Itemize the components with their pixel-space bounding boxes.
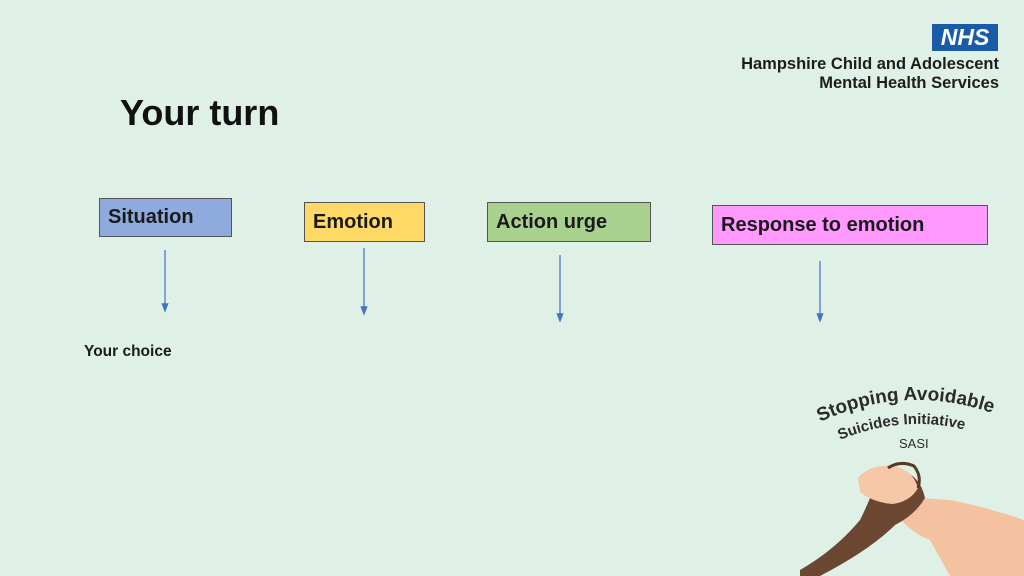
situation-box: Situation (99, 198, 232, 237)
response-to-emotion-box: Response to emotion (712, 205, 988, 245)
organisation-name-line2: Mental Health Services (819, 74, 999, 92)
light-hand (858, 465, 918, 504)
sasi-logo: Stopping Avoidable Suicides Initiative (800, 384, 1024, 576)
sasi-abbreviation: SASI (899, 436, 929, 451)
light-arm (895, 498, 1024, 576)
emotion-box: Emotion (304, 202, 425, 242)
nhs-logo: NHS (932, 24, 998, 51)
your-choice-label: Your choice (84, 343, 172, 360)
action-urge-box: Action urge (487, 202, 651, 242)
slide-title: Your turn (120, 92, 280, 133)
organisation-name-line1: Hampshire Child and Adolescent (741, 55, 999, 73)
organisation-name: Hampshire Child and Adolescent Mental He… (741, 55, 999, 93)
